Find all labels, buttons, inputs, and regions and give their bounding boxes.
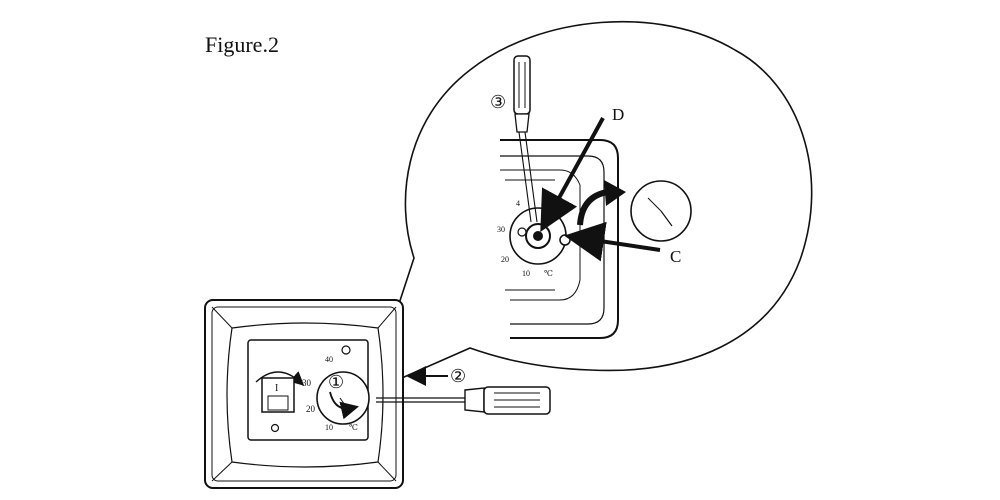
dial-zoom-tick-30: 30 bbox=[497, 225, 505, 234]
thermostat-unit: I ① 40 30 20 10 ℃ bbox=[204, 299, 404, 489]
callout-c-arrow bbox=[564, 221, 661, 262]
step-3-label: ③ bbox=[490, 92, 506, 112]
dial-small-tick-10: 10 bbox=[325, 423, 333, 432]
callout-d-label: D bbox=[612, 105, 624, 124]
dial-small-tick-20: 20 bbox=[306, 404, 316, 414]
dial-small-tick-40: 40 bbox=[325, 355, 333, 364]
temperature-knob-small: ① 40 30 20 10 ℃ bbox=[302, 355, 370, 432]
switch-label: I bbox=[275, 383, 278, 394]
step-2-label: ② bbox=[450, 366, 466, 386]
zoom-bubble bbox=[368, 20, 813, 394]
callout-c-label: C bbox=[670, 247, 681, 266]
screwdriver-horizontal bbox=[376, 386, 551, 415]
step-1-label: ① bbox=[328, 372, 344, 392]
figure-title: Figure.2 bbox=[205, 32, 279, 57]
indicator-led bbox=[341, 345, 351, 355]
zoom-frame-outer bbox=[500, 139, 619, 339]
rotate-arrow bbox=[577, 189, 609, 226]
screwdriver-vertical bbox=[513, 55, 538, 223]
power-switch: I bbox=[255, 371, 305, 413]
dial-zoom-tick-4: 4 bbox=[516, 199, 520, 208]
adjust-screw-c bbox=[559, 234, 571, 246]
dial-zoom-tick-10: 10 bbox=[522, 269, 530, 278]
dial-small-tick-30: 30 bbox=[302, 378, 312, 388]
reference-dial bbox=[630, 180, 692, 242]
dial-small-unit: ℃ bbox=[349, 423, 358, 432]
dial-zoom-unit: ℃ bbox=[544, 269, 553, 278]
dial-zoom-tick-20: 20 bbox=[501, 255, 509, 264]
callout-d-arrow bbox=[540, 117, 605, 233]
